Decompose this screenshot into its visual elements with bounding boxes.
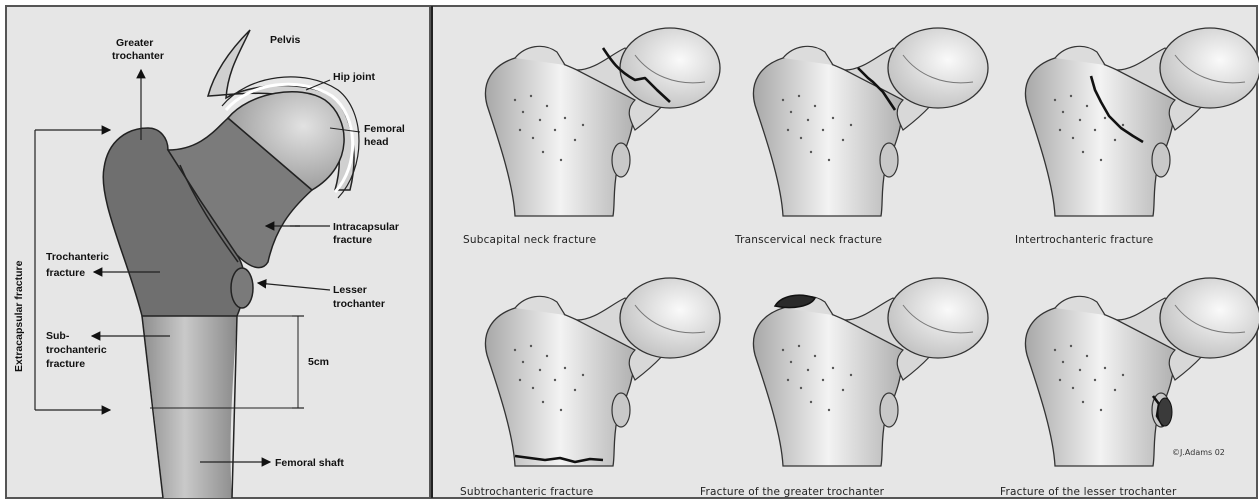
label-femoral-head-1: Femoral bbox=[364, 123, 405, 135]
label-greater-trochanter-1: Greater bbox=[116, 37, 153, 49]
artist-signature: ©J.Adams 02 bbox=[1172, 448, 1225, 457]
label-lesser-trochanter-1: Lesser bbox=[333, 284, 367, 296]
label-subtrochanteric-2: trochanteric bbox=[46, 344, 107, 356]
label-greater-trochanter-2: trochanter bbox=[112, 50, 164, 62]
anatomy-panel: Greater trochanter Pelvis Hip joint Femo… bbox=[6, 6, 430, 498]
label-distance: 5cm bbox=[308, 356, 329, 368]
caption-transcervical: Transcervical neck fracture bbox=[734, 234, 882, 246]
label-femoral-head-2: head bbox=[364, 136, 389, 148]
label-intracapsular-1: Intracapsular bbox=[333, 221, 399, 233]
fracture-panel: Subcapital neck fracture Transcervical n… bbox=[432, 6, 1259, 498]
label-subtrochanteric-3: fracture bbox=[46, 358, 85, 370]
label-intracapsular-2: fracture bbox=[333, 234, 372, 246]
caption-subtrochanteric: Subtrochanteric fracture bbox=[460, 486, 593, 498]
label-trochanteric-1: Trochanteric bbox=[46, 251, 109, 263]
label-lesser-trochanter-2: trochanter bbox=[333, 298, 385, 310]
label-extracapsular: Extracapsular fracture bbox=[13, 260, 25, 372]
lesser-trochanter-shape bbox=[231, 268, 253, 308]
label-trochanteric-2: fracture bbox=[46, 267, 85, 279]
label-subtrochanteric-1: Sub- bbox=[46, 330, 70, 342]
caption-greater-trochanter: Fracture of the greater trochanter bbox=[700, 486, 885, 498]
label-hip-joint: Hip joint bbox=[333, 71, 375, 83]
label-pelvis: Pelvis bbox=[270, 34, 301, 46]
caption-subcapital: Subcapital neck fracture bbox=[463, 234, 596, 246]
caption-intertrochanteric: Intertrochanteric fracture bbox=[1015, 234, 1153, 246]
label-femoral-shaft: Femoral shaft bbox=[275, 457, 344, 469]
caption-lesser-trochanter: Fracture of the lesser trochanter bbox=[1000, 486, 1177, 498]
